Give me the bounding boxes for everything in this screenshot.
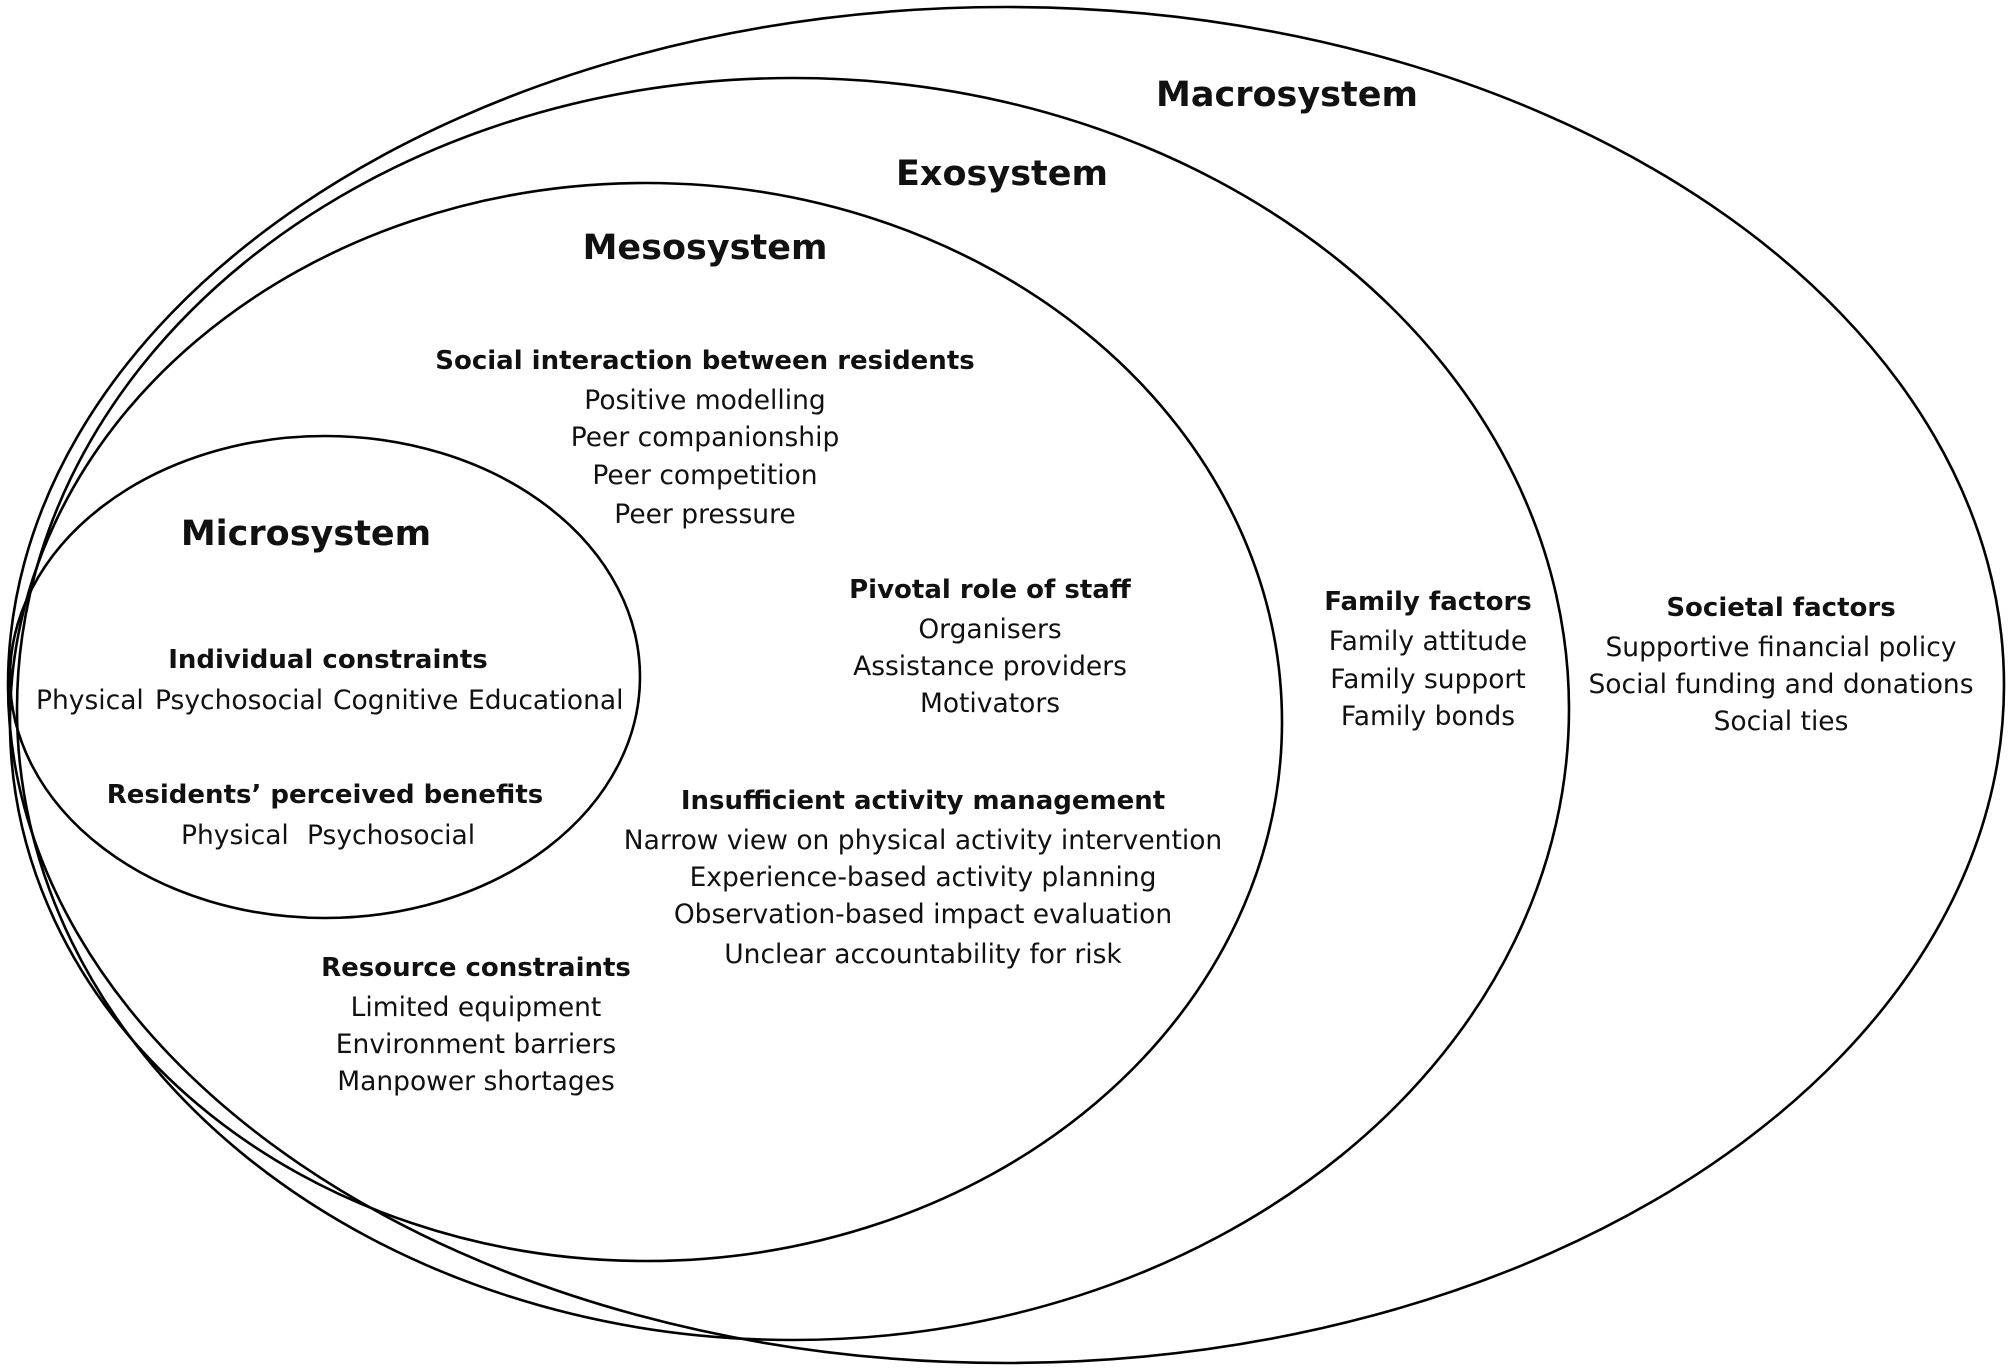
activity-management-item: Unclear accountability for risk [724, 939, 1122, 970]
microsystem-ellipse [8, 434, 642, 920]
exosystem-title: Exosystem [896, 154, 1108, 194]
individual-constraints-item: Psychosocial [155, 685, 323, 716]
social-interaction-item: Peer companionship [571, 422, 840, 453]
social-interaction-title: Social interaction between residents [435, 346, 974, 376]
societal-factors-title: Societal factors [1666, 593, 1895, 623]
resource-constraints-item: Manpower shortages [337, 1066, 615, 1097]
resource-constraints-group: Resource constraints Limited equipment E… [321, 953, 631, 1097]
societal-factors-item: Social ties [1714, 706, 1849, 737]
family-factors-item: Family bonds [1341, 701, 1515, 732]
activity-management-item: Experience-based activity planning [690, 862, 1157, 893]
exosystem-ellipse [15, 76, 1571, 1342]
family-factors-item: Family attitude [1329, 626, 1527, 657]
family-factors-item: Family support [1330, 664, 1525, 695]
pivotal-role-group: Pivotal role of staff Organisers Assista… [849, 575, 1132, 719]
pivotal-role-item: Motivators [920, 688, 1060, 719]
individual-constraints-title: Individual constraints [168, 645, 488, 675]
social-interaction-group: Social interaction between residents Pos… [435, 346, 974, 530]
individual-constraints-item: Cognitive [333, 685, 458, 716]
perceived-benefits-group: Residents’ perceived benefits Physical P… [107, 780, 543, 851]
activity-management-title: Insufficient activity management [681, 786, 1165, 816]
pivotal-role-item: Organisers [918, 614, 1061, 645]
resource-constraints-item: Limited equipment [351, 992, 602, 1023]
pivotal-role-item: Assistance providers [853, 651, 1127, 682]
societal-factors-group: Societal factors Supportive financial po… [1588, 593, 1973, 737]
family-factors-group: Family factors Family attitude Family su… [1324, 587, 1532, 732]
macrosystem-title: Macrosystem [1156, 75, 1418, 115]
individual-constraints-item: Physical [36, 685, 144, 716]
mesosystem-ellipse [8, 181, 1284, 1263]
mesosystem-title: Mesosystem [583, 228, 828, 268]
activity-management-item: Observation-based impact evaluation [674, 899, 1172, 930]
perceived-benefits-item: Psychosocial [307, 820, 475, 851]
family-factors-title: Family factors [1324, 587, 1532, 617]
resource-constraints-item: Environment barriers [336, 1029, 616, 1060]
activity-management-group: Insufficient activity management Narrow … [624, 786, 1222, 970]
macrosystem-ellipse [6, 5, 2006, 1365]
microsystem-title: Microsystem [181, 514, 431, 554]
activity-management-item: Narrow view on physical activity interve… [624, 825, 1222, 856]
perceived-benefits-title: Residents’ perceived benefits [107, 780, 543, 810]
resource-constraints-title: Resource constraints [321, 953, 631, 983]
individual-constraints-group: Individual constraints Physical Psychoso… [36, 645, 624, 716]
individual-constraints-item: Educational [468, 685, 624, 716]
social-interaction-item: Peer pressure [614, 499, 795, 530]
pivotal-role-title: Pivotal role of staff [849, 575, 1132, 605]
perceived-benefits-item: Physical [181, 820, 289, 851]
social-interaction-item: Positive modelling [584, 385, 825, 416]
societal-factors-item: Social funding and donations [1588, 669, 1973, 700]
social-interaction-item: Peer competition [592, 460, 817, 491]
societal-factors-item: Supportive financial policy [1605, 632, 1956, 663]
